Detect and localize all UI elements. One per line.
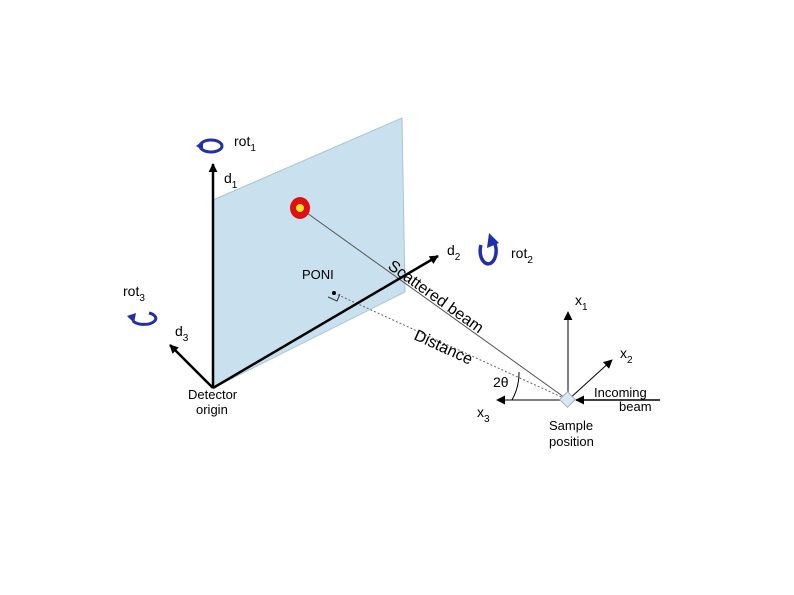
x2-axis xyxy=(567,359,613,401)
poni-label: PONI xyxy=(302,267,334,282)
x1-label: x1 xyxy=(575,292,588,313)
sample-crystal-icon xyxy=(559,391,576,408)
scattered-beam-line xyxy=(299,207,569,401)
right-angle-marker xyxy=(327,293,341,302)
rotation-arrow-icon xyxy=(196,138,224,154)
d2-axis xyxy=(212,254,439,390)
rotation-arrow-icon xyxy=(478,233,499,266)
incoming-beam-label-line2: beam xyxy=(619,399,652,414)
rotation-arrow-icon xyxy=(127,311,158,326)
d2-label: d2 xyxy=(447,242,461,263)
x2-label: x2 xyxy=(620,345,633,366)
x3-label: x3 xyxy=(477,404,490,425)
d1-label: d1 xyxy=(224,170,238,191)
distance-label: Distance xyxy=(411,327,475,368)
two-theta-label: 2θ xyxy=(493,374,509,390)
rot1-label: rot1 xyxy=(234,133,256,154)
diffraction-spot-icon xyxy=(290,197,310,219)
d3-label: d3 xyxy=(175,323,189,344)
rot3-label: rot3 xyxy=(123,283,145,304)
detector-origin-label-line2: origin xyxy=(196,402,228,417)
sample-position-label-line1: Sample xyxy=(549,418,593,433)
distance-line xyxy=(333,292,569,401)
detector-plane xyxy=(212,117,406,389)
d3-axis xyxy=(169,344,214,389)
rot2-label: rot2 xyxy=(511,245,533,266)
incoming-beam-label-line1: Incoming xyxy=(594,385,647,400)
detector-origin-label-line1: Detector xyxy=(188,387,238,402)
scattered-beam-label: Scattered beam xyxy=(385,257,487,337)
sample-position-label-line2: position xyxy=(549,434,594,449)
poni-point xyxy=(332,291,336,295)
two-theta-arc xyxy=(511,371,520,401)
